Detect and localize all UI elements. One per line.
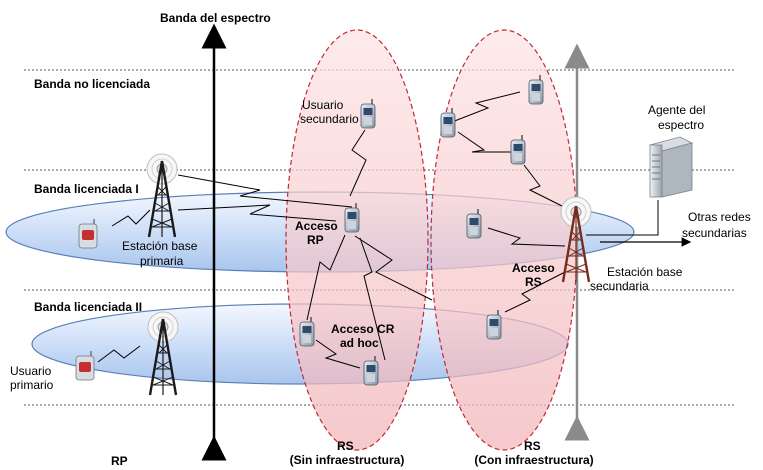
primary-base-station-tower-icon [146, 153, 178, 239]
rs-without-infrastructure-ellipse [285, 29, 429, 451]
primary-user-label: Usuario primario [10, 364, 55, 392]
rp-access-label: Acceso RP [295, 219, 341, 247]
secondary-user-label: Usuario secundario [300, 98, 359, 126]
band-unlicensed-label: Banda no licenciada [34, 77, 150, 91]
spectrum-broker-server-icon [648, 136, 694, 198]
rp-bottom-label: RP [111, 454, 128, 468]
rs-without-infrastructure-label: RS (Sin infraestructura) [290, 439, 405, 467]
spectrum-axis-label: Banda del espectro [160, 11, 271, 25]
primary-base-station-label: Estación base primaria [122, 239, 201, 268]
other-networks-label: Otras redes secundarias [682, 210, 754, 240]
band-licensed-1-label: Banda licenciada I [34, 182, 139, 196]
spectrum-broker-label: Agente del espectro [648, 103, 709, 132]
secondary-base-station-label: Estación base secundaria [590, 265, 686, 293]
links [97, 91, 659, 369]
cr-adhoc-access-label: Acceso CR ad hoc [331, 322, 398, 350]
rs-with-infrastructure-ellipse [430, 29, 578, 451]
rs-access-label: Acceso RS [512, 261, 558, 289]
band-separators [24, 69, 735, 406]
band-licensed-2-label: Banda licenciada II [34, 300, 142, 314]
rs-with-infrastructure-label: RS (Con infraestructura) [474, 439, 593, 467]
